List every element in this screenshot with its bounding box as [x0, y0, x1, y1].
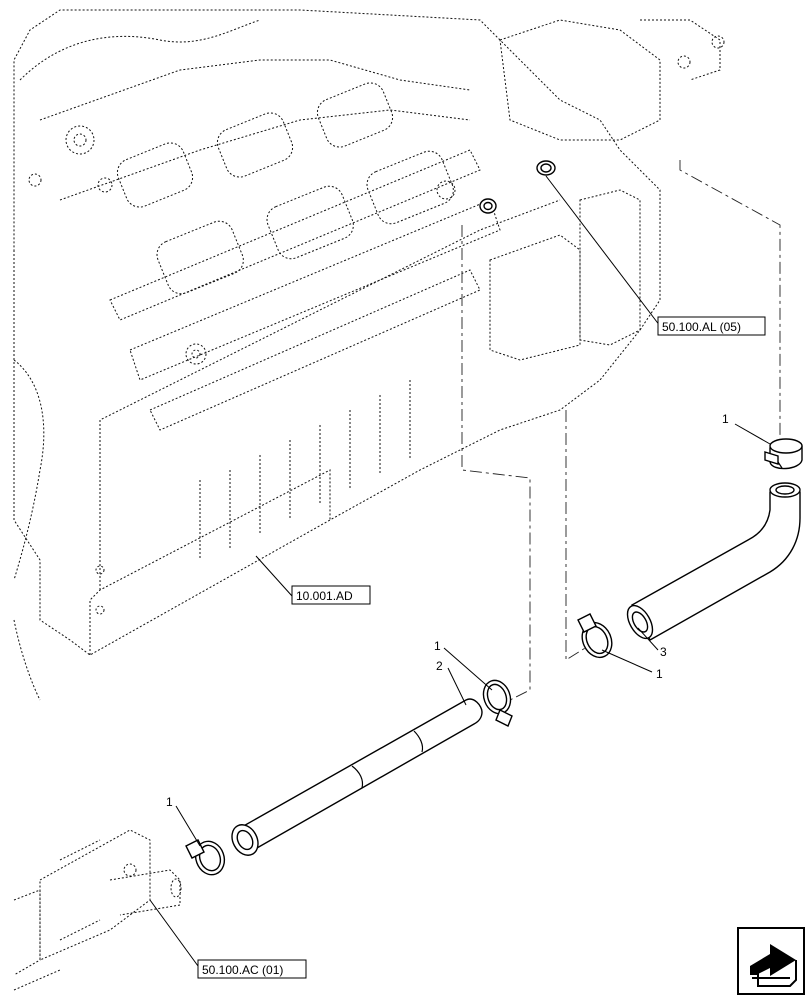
reference-upper-right[interactable]: 50.100.AL (05)	[657, 316, 766, 336]
clamp-mid-right	[577, 613, 613, 659]
callout-clamp-center: 1	[434, 639, 441, 653]
reference-lower-left[interactable]: 50.100.AC (01)	[197, 959, 307, 979]
callout-leaders	[149, 175, 771, 967]
callout-hose-bent: 3	[660, 645, 667, 659]
hose-bent	[626, 482, 801, 641]
hose-straight	[231, 698, 483, 856]
lower-fitting	[13, 829, 182, 991]
reference-lower-left-label: 50.100.AC (01)	[202, 963, 283, 977]
engine-outlet-fitting	[479, 160, 556, 214]
callout-clamp-lower: 1	[166, 795, 173, 809]
callout-hose-straight: 2	[436, 659, 443, 673]
clamp-lower	[185, 839, 226, 876]
clamp-center	[482, 679, 513, 727]
reference-engine-block[interactable]: 10.001.AD	[291, 585, 371, 605]
engine-block	[13, 9, 725, 701]
callout-clamp-upper: 1	[722, 412, 729, 426]
reference-engine-block-label: 10.001.AD	[296, 589, 353, 603]
assembly-chain-lines	[461, 160, 781, 701]
clamp-upper	[764, 438, 803, 470]
next-page-arrow-icon[interactable]	[737, 927, 805, 995]
reference-upper-right-label: 50.100.AL (05)	[662, 320, 741, 334]
callout-clamp-mid-right: 1	[656, 667, 663, 681]
